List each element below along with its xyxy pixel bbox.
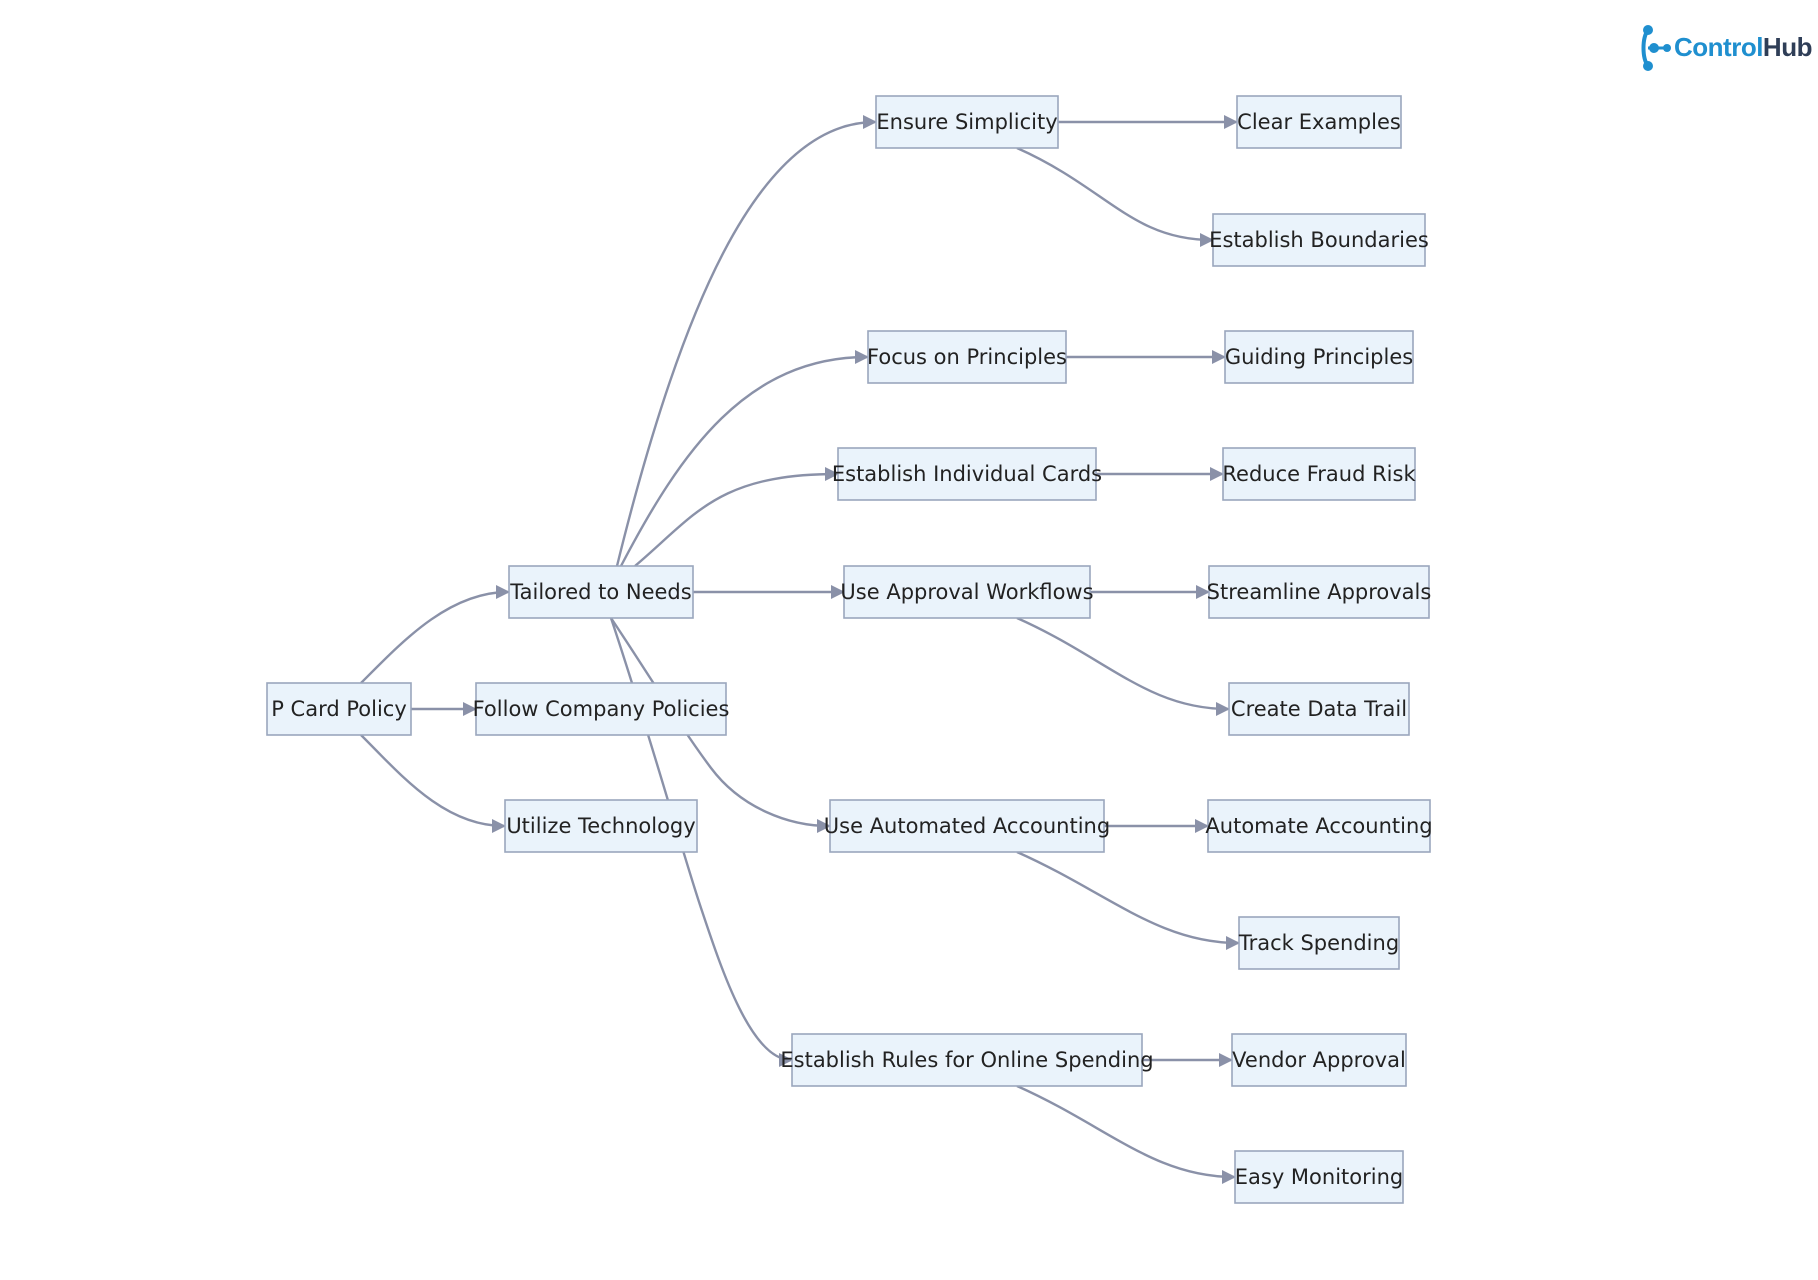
node-principles: Focus on Principles [867, 330, 1067, 384]
edge-tailored-to-principles [619, 350, 869, 567]
node-label: Use Approval Workflows [840, 580, 1093, 604]
node-box [1228, 682, 1410, 736]
node-label: Clear Examples [1237, 110, 1401, 134]
node-box [875, 95, 1059, 149]
node-label: Create Data Trail [1231, 697, 1407, 721]
node-box [1224, 330, 1414, 384]
node-label: Focus on Principles [867, 345, 1067, 369]
node-label: Ensure Simplicity [876, 110, 1057, 134]
node-box [843, 565, 1091, 619]
node-utilize: Utilize Technology [504, 799, 698, 853]
node-monitor: Easy Monitoring [1234, 1150, 1404, 1204]
node-label: Track Spending [1238, 931, 1399, 955]
node-clear: Clear Examples [1236, 95, 1402, 149]
node-label: Establish Individual Cards [832, 462, 1102, 486]
node-box [829, 799, 1105, 853]
edge-approval-to-datatrail [1016, 616, 1230, 716]
node-box [508, 565, 694, 619]
node-label: Utilize Technology [506, 814, 695, 838]
node-individual: Establish Individual Cards [832, 447, 1102, 501]
node-label: Establish Rules for Online Spending [780, 1048, 1153, 1072]
node-autoacc: Automate Accounting [1205, 799, 1433, 853]
edge-tailored-to-simplicity [615, 115, 877, 567]
network-nodes-icon [1641, 25, 1671, 71]
node-approval: Use Approval Workflows [840, 565, 1094, 619]
edges-layer [360, 115, 1240, 1184]
node-label: Follow Company Policies [473, 697, 730, 721]
node-streamline: Streamline Approvals [1207, 565, 1432, 619]
node-online: Establish Rules for Online Spending [780, 1033, 1154, 1087]
node-boundaries: Establish Boundaries [1209, 213, 1429, 267]
node-box [867, 330, 1067, 384]
node-box [1234, 1150, 1404, 1204]
edge-pcard-to-tailored [360, 585, 510, 684]
controlhub-logo: ControlHub [1640, 24, 1812, 72]
node-box [837, 447, 1097, 501]
node-vendor: Vendor Approval [1231, 1033, 1407, 1087]
node-box [1222, 447, 1416, 501]
node-label: Streamline Approvals [1207, 580, 1432, 604]
node-label: Guiding Principles [1225, 345, 1413, 369]
edge-pcard-to-utilize [360, 734, 506, 833]
node-pcard: P Card Policy [266, 682, 412, 736]
node-label: Reduce Fraud Risk [1222, 462, 1416, 486]
node-box [1207, 799, 1431, 853]
node-automated: Use Automated Accounting [824, 799, 1110, 853]
edge-tailored-to-individual [634, 467, 839, 567]
node-label: Vendor Approval [1232, 1048, 1406, 1072]
node-guiding: Guiding Principles [1224, 330, 1414, 384]
node-label: P Card Policy [271, 697, 407, 721]
node-box [1231, 1033, 1407, 1087]
edge-tailored-to-automated [610, 617, 831, 833]
node-box [266, 682, 412, 736]
node-fraud: Reduce Fraud Risk [1222, 447, 1416, 501]
node-box [1212, 213, 1426, 267]
node-box [475, 682, 727, 736]
node-box [791, 1033, 1143, 1087]
node-box [1238, 916, 1400, 970]
node-datatrail: Create Data Trail [1228, 682, 1410, 736]
node-box [1236, 95, 1402, 149]
node-tailored: Tailored to Needs [508, 565, 694, 619]
node-box [1208, 565, 1430, 619]
node-label: Automate Accounting [1205, 814, 1432, 838]
node-label: Tailored to Needs [509, 580, 691, 604]
node-label: Use Automated Accounting [824, 814, 1110, 838]
node-label: Easy Monitoring [1235, 1165, 1403, 1189]
node-box [504, 799, 698, 853]
edge-simplicity-to-boundaries [1016, 146, 1214, 247]
node-follow: Follow Company Policies [473, 682, 730, 736]
node-track: Track Spending [1238, 916, 1400, 970]
node-simplicity: Ensure Simplicity [875, 95, 1059, 149]
logo-wordmark: ControlHub [1674, 32, 1812, 62]
node-label: Establish Boundaries [1209, 228, 1429, 252]
edge-online-to-monitor [1016, 1084, 1236, 1184]
edge-automated-to-track [1016, 850, 1240, 950]
